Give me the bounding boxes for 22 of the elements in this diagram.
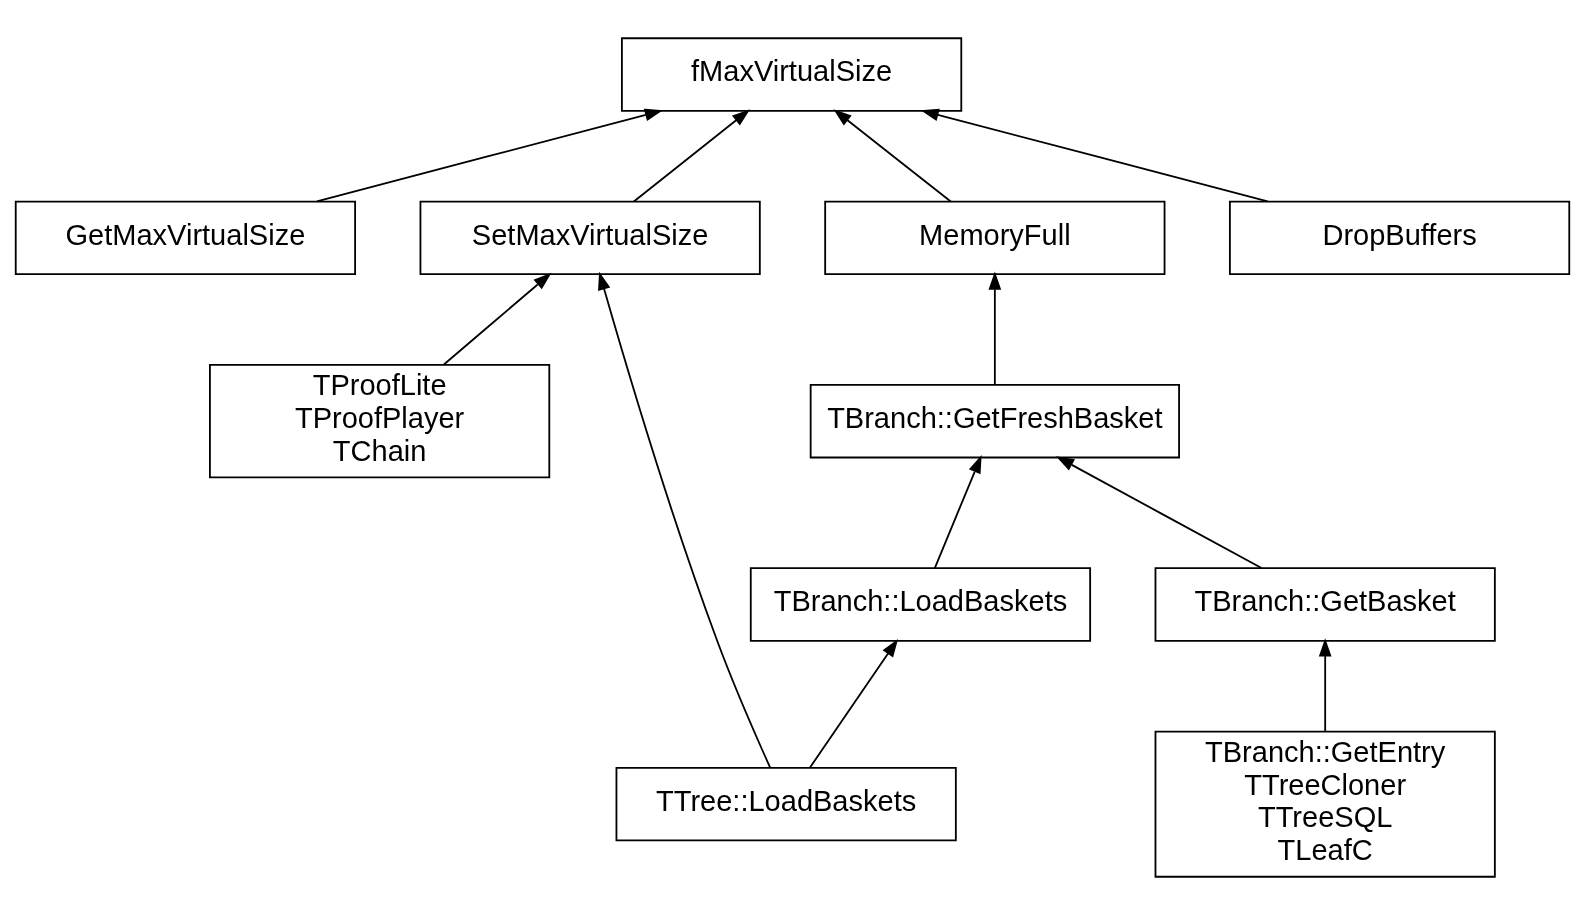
node-box: TBranch::LoadBaskets — [749, 567, 1092, 642]
arrow — [632, 109, 751, 203]
node-box: DropBuffers — [1229, 200, 1571, 276]
arrow — [933, 455, 982, 569]
arrow — [833, 109, 952, 203]
arrow — [598, 271, 771, 769]
arrow — [443, 272, 552, 366]
arrow — [808, 638, 899, 769]
node-box: fMaxVirtualSize — [621, 37, 963, 112]
node-box: TProofLite TProofPlayer TChain — [209, 364, 551, 479]
node-box: TBranch::GetFreshBasket — [809, 384, 1180, 459]
node-box: TBranch::GetEntry TTreeCloner TTreeSQL TLeafC — [1154, 730, 1496, 878]
node-box: GetMaxVirtualSize — [14, 200, 356, 276]
arrow — [1318, 638, 1332, 732]
arrow — [988, 271, 1002, 386]
node-box: TBranch::GetBasket — [1154, 567, 1496, 642]
node-box: MemoryFull — [824, 200, 1166, 276]
node-box: TTree::LoadBaskets — [615, 766, 957, 842]
arrow — [920, 108, 1269, 203]
node-box: SetMaxVirtualSize — [419, 200, 761, 276]
arrow — [1055, 456, 1263, 569]
arrow — [316, 108, 663, 203]
